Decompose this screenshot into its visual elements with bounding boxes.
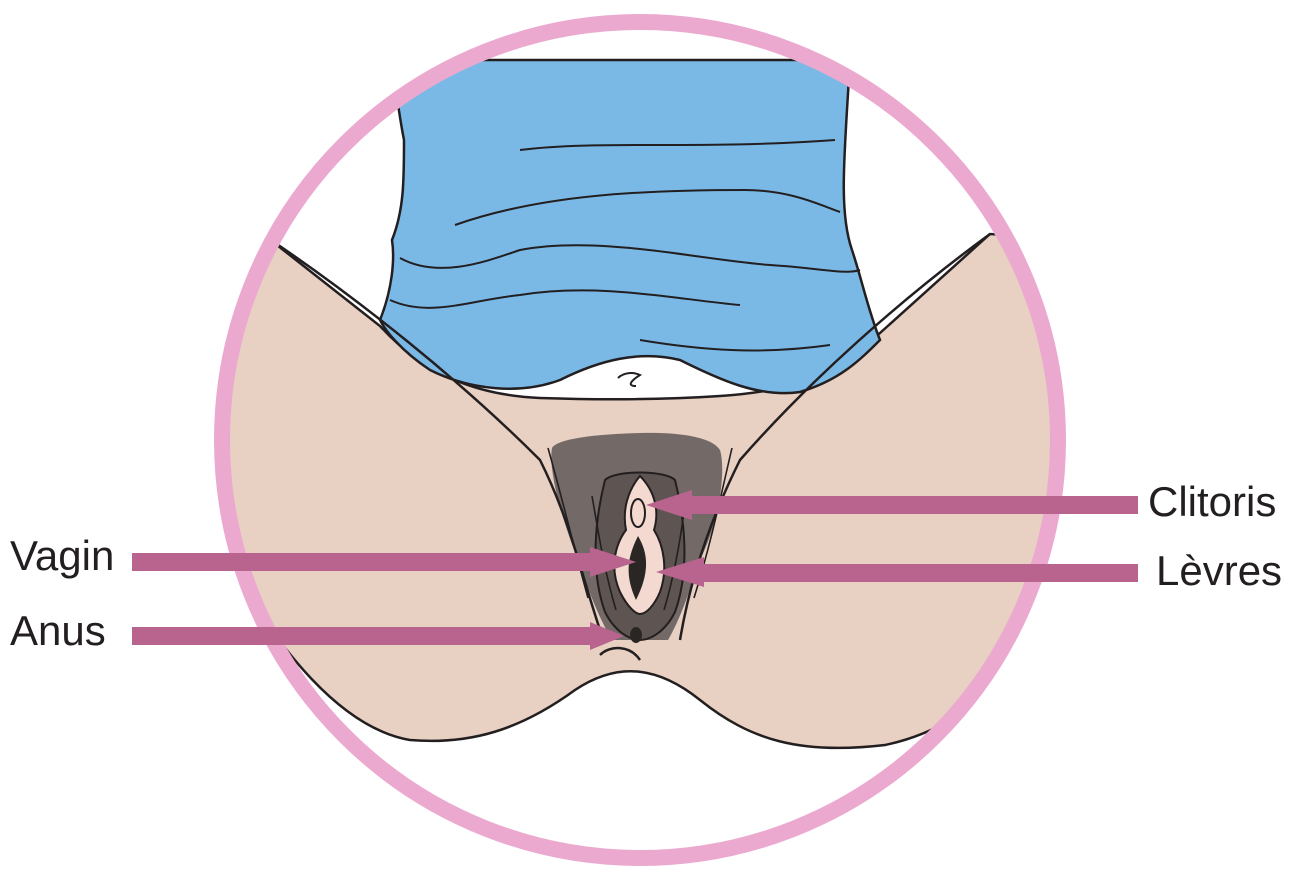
arrow-vagin-shaft [132,553,594,571]
label-anus: Anus [10,610,106,652]
clitoris-shape [631,499,645,527]
arrow-levres-shaft [700,564,1138,582]
garment [380,60,880,393]
arrow-anus-shaft [132,627,592,645]
anus-shape [630,627,642,643]
label-clitoris: Clitoris [1148,481,1276,523]
arrow-clitoris-shaft [688,496,1138,514]
label-vagin: Vagin [10,535,114,577]
label-levres: Lèvres [1156,550,1282,592]
